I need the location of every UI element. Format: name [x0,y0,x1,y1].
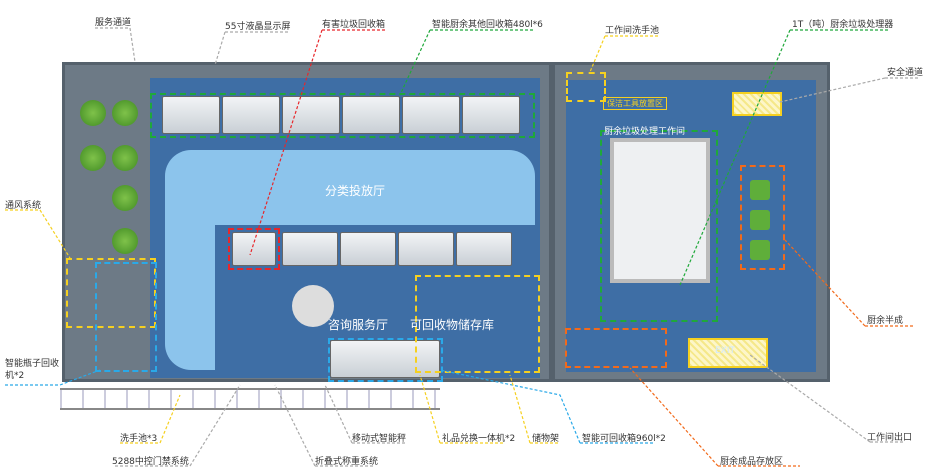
exit-sign: EXIT [715,346,736,356]
plant [112,228,138,254]
label-lcd: 55寸液晶显示屏 [225,22,291,32]
room-cleaning: 保洁工具放置区 [603,97,667,110]
semi-bin [750,180,770,200]
smart-bin [342,96,400,134]
smart-bin [282,232,338,266]
label-work-exit: 工作间出口 [867,433,913,443]
label-bottle-machine: 智能瓶子回收机*2 [5,359,60,381]
recycle-bins-box [328,338,443,382]
smart-bin [282,96,340,134]
plant [80,145,106,171]
exit-zone [688,338,768,368]
bottle-machine-box [95,262,157,372]
smart-bin [162,96,220,134]
room-consult: 咨询服务厅 [328,318,389,332]
semi-finished-box [740,165,785,270]
smart-bin [402,96,460,134]
smart-bin [340,232,396,266]
hazardous-bin [232,232,276,266]
room-kitchen: 厨余垃圾处理工作间 [604,127,686,137]
label-folding-scale: 折叠式称重系统 [315,457,379,467]
finished-box [565,328,667,368]
label-semi-finished: 厨余半成 [867,316,904,326]
smart-bin [462,96,520,134]
label-sinks: 洗手池*3 [120,434,158,444]
label-hazardous: 有害垃圾回收箱 [322,20,386,30]
label-safety-channel: 安全通道 [887,68,924,78]
label-smart-bins: 智能厨余其他回收箱480l*6 [432,20,543,30]
label-gift-machine: 礼品兑换一体机*2 [442,434,516,444]
work-sink-box [566,72,606,102]
plant [112,185,138,211]
processor-box [600,130,718,322]
label-processor: 1T（吨）厨余垃圾处理器 [792,20,894,30]
label-service-channel: 服务通道 [95,18,132,28]
label-recycle-bins: 智能可回收箱960l*2 [582,434,666,444]
plant [112,100,138,126]
hazardous-box [228,228,280,270]
semi-bin [750,240,770,260]
room-sorting-hall: 分类投放厅 [325,184,386,198]
smart-bins-box [150,93,535,138]
label-scale: 移动式智能秤 [352,434,407,444]
label-ventilation: 通风系统 [5,201,42,211]
smart-bin [398,232,454,266]
semi-bin [750,210,770,230]
smart-bin [222,96,280,134]
room-recyclable-store: 可回收物储存库 [410,318,495,332]
label-shelf: 储物架 [532,434,560,444]
label-access-control: 5288中控门禁系统 [112,457,189,467]
plant [80,100,106,126]
plant [112,145,138,171]
railing [60,388,440,410]
consult-table [292,285,334,327]
shelf-box [415,275,540,373]
processor-machine [610,138,710,283]
label-work-sink: 工作间洗手池 [605,26,660,36]
label-finished-area: 厨余成品存放区 [720,457,784,467]
safety-zone [732,92,782,116]
smart-bin [456,232,512,266]
